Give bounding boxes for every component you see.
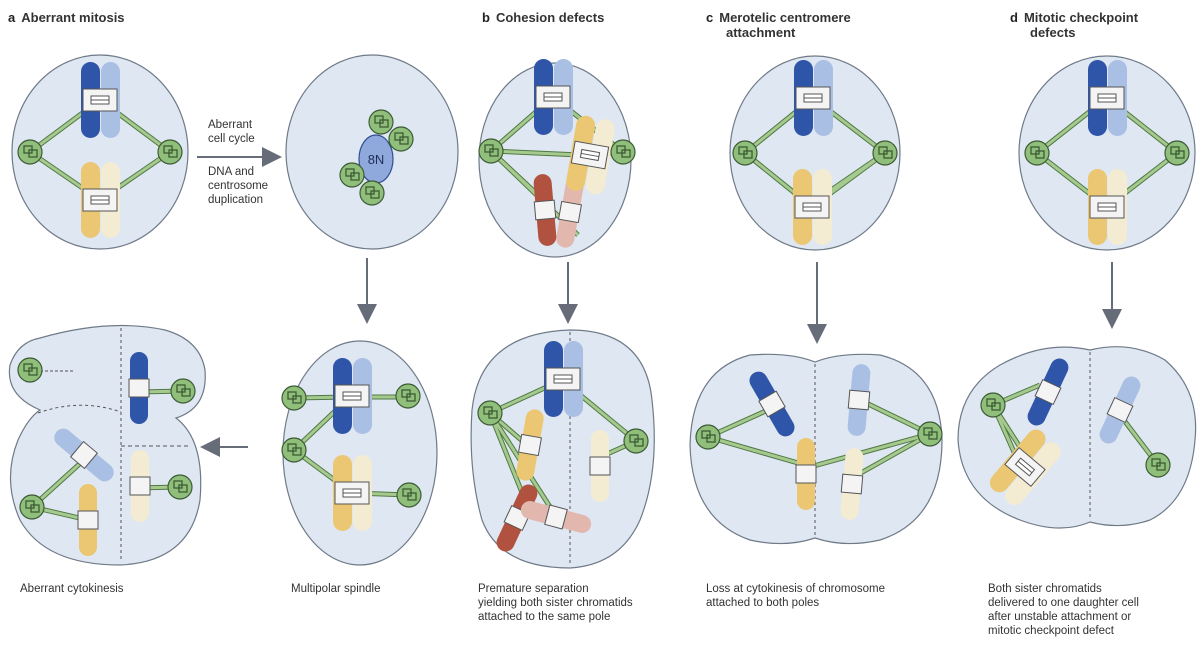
cell-d-top <box>1019 56 1195 250</box>
caption-both-sister: Both sister chromatids delivered to one … <box>988 582 1139 638</box>
cell-c-bottom <box>690 354 942 543</box>
cell-d-bottom <box>958 347 1196 528</box>
cell-c-top <box>730 56 900 250</box>
caption-loss-at-cytokinesis: Loss at cytokinesis of chromosome attach… <box>706 582 885 610</box>
caption-premature-separation: Premature separation yielding both siste… <box>478 582 633 624</box>
cell-b-top <box>479 59 635 257</box>
cell-b-bottom <box>471 330 654 568</box>
nucleus-label: 8N <box>368 152 385 167</box>
arrow-top-label: Aberrant cell cycle <box>208 118 255 146</box>
cell-aberrant-cytokinesis <box>9 326 205 566</box>
cell-a-normal <box>12 55 188 249</box>
arrow-bottom-label: DNA and centrosome duplication <box>208 165 268 207</box>
caption-aberrant-cytokinesis: Aberrant cytokinesis <box>20 582 124 596</box>
cell-multipolar <box>282 341 437 565</box>
caption-multipolar-spindle: Multipolar spindle <box>291 582 381 596</box>
